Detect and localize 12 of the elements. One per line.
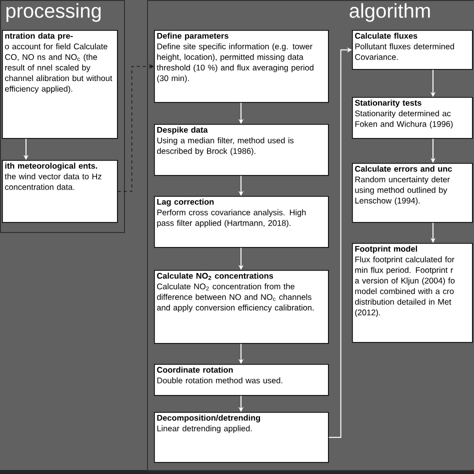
process-box: Define parameters Define site specific information (e.g. tower height, location), permitted missing data threshold (10 %) and flux averaging period (30 min). xyxy=(154,30,329,103)
process-box: ntration data pre- o account for field Calculate CO, NO ns and NO$_{c}$ (the result of nnel scaled by channel alibration but without efficiency applied). xyxy=(2,30,118,139)
process-box: Calculate NO$_{2}$ concentrations Calculate NO$_{2}$ concentration from the difference between NO and NO$_{c}$ channels and apply conversion efficiency calibration. xyxy=(154,270,329,344)
process-box: Calculate errors and unc Random uncertainty deter using method outlined by Lenschow (1994). xyxy=(352,163,473,223)
process-box: ith meteorological ents. the wind vector data to Hz concentration data. xyxy=(2,160,118,223)
process-box: Footprint model Flux footprint calculated for min flux period. Footprint r a version of Kljun (2004) fo model combined with a cro distribution detailed in Met (2012). xyxy=(352,243,473,343)
process-box: Coordinate rotation Double rotation method was used. xyxy=(154,364,329,396)
process-box: Decomposition/detrending Linear detrending applied. xyxy=(154,412,329,463)
process-box: Lag correction Perform cross covariance analysis. High pass filter applied (Hartmann, 2018). xyxy=(154,196,329,248)
process-box: Calculate fluxes Pollutant fluxes determined Covariance. xyxy=(352,30,473,70)
process-box: Despike data Using a median filter, method used is described by Brock (1986). xyxy=(154,124,329,176)
process-box: Stationarity tests Stationarity determined ac Foken and Wichura (1996) xyxy=(352,97,473,139)
